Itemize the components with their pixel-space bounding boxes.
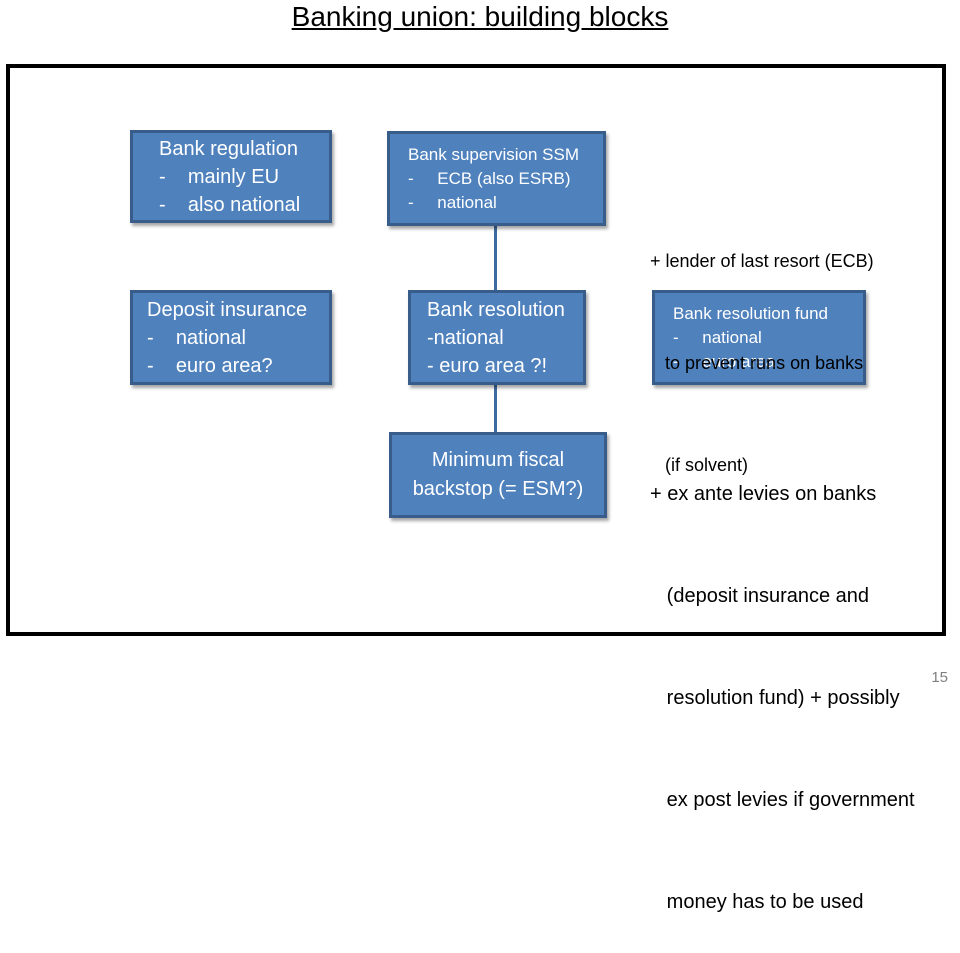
note-line: money has to be used (650, 891, 864, 913)
bank-resolution-fund-box: Bank resolution fund - national - euro a… (652, 290, 866, 385)
deposit-insurance-title: Deposit insurance (147, 298, 308, 321)
backstop-line: Minimum fiscal (431, 449, 565, 471)
backstop-line: backstop (= ESM?) (412, 478, 584, 500)
minimum-fiscal-backstop-box: Minimum fiscal backstop (= ESM?) (389, 432, 607, 518)
bank-regulation-item: - mainly EU (159, 165, 280, 188)
bank-regulation-item: - also national (159, 193, 301, 216)
note-line: (deposit insurance and (650, 585, 870, 607)
bank-supervision-item: - ECB (also ESRB) (408, 168, 571, 188)
bank-supervision-title: Bank supervision SSM (408, 144, 580, 164)
deposit-insurance-item: - national (147, 326, 246, 349)
note-line: + lender of last resort (ECB) (650, 251, 874, 271)
note-line: + ex ante levies on banks (650, 483, 877, 505)
deposit-insurance-box: Deposit insurance - national - euro area… (130, 290, 332, 385)
bank-resolution-item: - euro area ?! (427, 354, 548, 377)
connector-resolution-to-backstop (494, 385, 497, 435)
bank-regulation-title: Bank regulation (159, 137, 298, 160)
note-line: resolution fund) + possibly (650, 687, 900, 709)
bank-resolution-fund-item: - euro area (673, 351, 776, 371)
note-line: (if solvent) (650, 455, 749, 475)
bank-resolution-box: Bank resolution -national - euro area ?! (408, 290, 586, 385)
bank-supervision-item: - national (408, 192, 497, 212)
bank-resolution-title: Bank resolution (427, 298, 565, 321)
bank-supervision-box: Bank supervision SSM - ECB (also ESRB) -… (387, 131, 606, 226)
bank-resolution-fund-title: Bank resolution fund (673, 303, 828, 323)
note-line: to prevent runs on banks (650, 353, 864, 373)
deposit-insurance-item: - euro area? (147, 354, 273, 377)
slide-title: Banking union: building blocks (291, 1, 669, 32)
connector-supervision-to-resolution (494, 225, 497, 293)
bank-resolution-fund-item: - national (673, 327, 762, 347)
levies-note: + ex ante levies on banks (deposit insur… (650, 409, 915, 953)
note-line: ex post levies if government (650, 789, 915, 811)
page-number: 15 (931, 669, 948, 686)
bank-resolution-item: -national (427, 326, 504, 349)
lender-of-last-resort-note: + lender of last resort (ECB) to prevent… (650, 176, 874, 516)
bank-regulation-box: Bank regulation - mainly EU - also natio… (130, 130, 332, 223)
